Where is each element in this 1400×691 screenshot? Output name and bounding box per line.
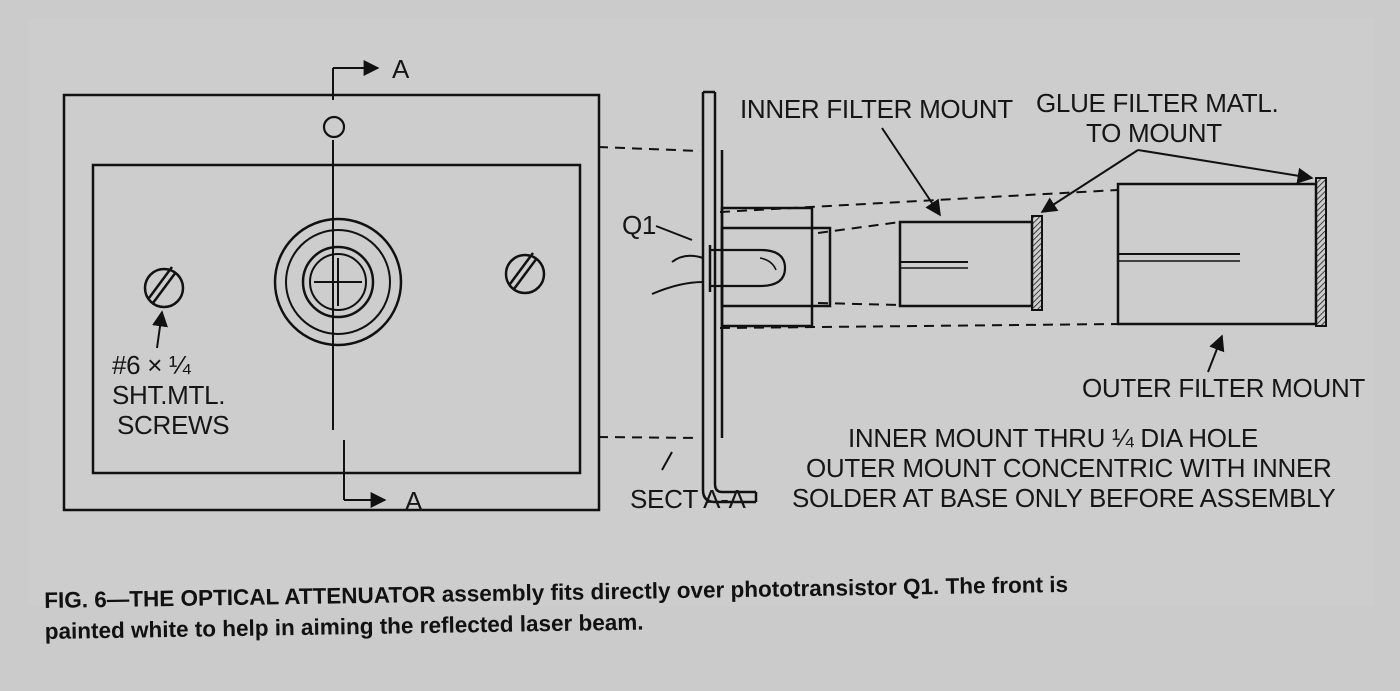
glue-label-line1: GLUE FILTER MATL.: [1036, 88, 1279, 118]
plate-inner-outline: [91, 163, 582, 475]
section-mark-bottom: A: [405, 486, 423, 516]
section-mark-top: A: [392, 54, 410, 84]
screw-right: [504, 252, 546, 295]
plate-outer-outline: [62, 93, 601, 512]
note-line-3: SOLDER AT BASE ONLY BEFORE ASSEMBLY: [792, 483, 1336, 513]
aiming-hole: [322, 115, 346, 139]
outer-filter-mount: [1116, 177, 1327, 327]
front-plate-view: [62, 93, 601, 512]
figure-panel: [28, 18, 1374, 606]
section-line-a: [332, 60, 387, 508]
section-view: [651, 90, 832, 504]
inner-mount-label: INNER FILTER MOUNT: [740, 94, 1013, 124]
screw-material-label: SHT.MTL.: [112, 380, 226, 410]
q1-leader: [655, 225, 693, 241]
screw-leader: [152, 310, 168, 349]
note-line-2: OUTER MOUNT CONCENTRIC WITH INNER: [806, 453, 1332, 483]
q1-label: Q1: [622, 210, 657, 240]
filter-mount-rings: [273, 217, 403, 347]
projection-lines: [597, 146, 1119, 439]
screw-left: [143, 266, 185, 309]
note-line-1: INNER MOUNT THRU ¼ DIA HOLE: [848, 423, 1258, 453]
glue-label-line2: TO MOUNT: [1086, 118, 1222, 148]
callout-leaders: [661, 127, 1314, 471]
section-label: SECT A-A: [630, 484, 746, 514]
outer-mount-label: OUTER FILTER MOUNT: [1082, 373, 1365, 403]
inner-filter-mount: [898, 215, 1043, 311]
screw-type-label: SCREWS: [117, 410, 230, 440]
screw-size-label: #6 × ¼: [112, 350, 191, 380]
